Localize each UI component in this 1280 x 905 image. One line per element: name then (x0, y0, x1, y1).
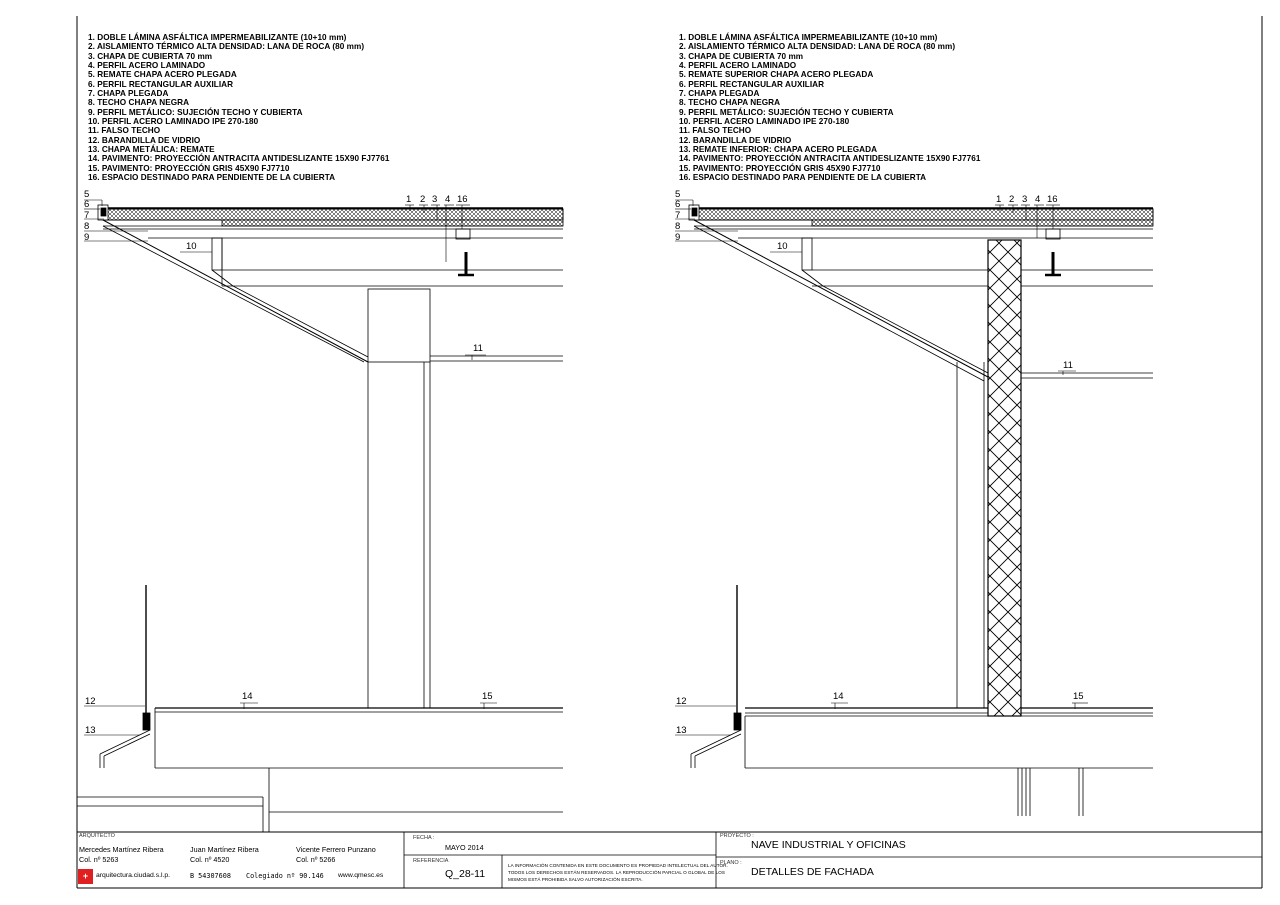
legend-item: 16. ESPACIO DESTINADO PARA PENDIENTE DE … (88, 173, 336, 183)
legend-item: 15. PAVIMENTO: PROYECCIÓN GRIS 45X90 FJ7… (88, 163, 290, 173)
legend-item: 16. ESPACIO DESTINADO PARA PENDIENTE DE … (679, 173, 927, 183)
legend-item: 12. BARANDILLA DE VIDRIO (88, 135, 201, 145)
callout-7: 7 (675, 210, 681, 221)
legend-item: 7. CHAPA PLEGADA (88, 89, 169, 99)
legend-item: 6. PERFIL RECTANGULAR AUXILIAR (679, 79, 825, 89)
proyecto-label: PROYECTO : (720, 833, 754, 839)
firm-colegiado: Colegiado nº 90.146 (246, 872, 324, 880)
legend-item: 10. PERFIL ACERO LAMINADO IPE 270-180 (679, 117, 850, 127)
legend-item: 14. PAVIMENTO: PROYECCIÓN ANTRACITA ANTI… (679, 154, 981, 164)
legend-item: 7. CHAPA PLEGADA (679, 89, 760, 99)
callout-16: 16 (457, 194, 468, 205)
callout-4: 4 (1035, 194, 1041, 205)
arquitecto-label: ARQUITECTO (79, 833, 115, 839)
legend-item: 9. PERFIL METÁLICO: SUJECIÓN TECHO Y CUB… (679, 107, 894, 117)
legend-item: 10. PERFIL ACERO LAMINADO IPE 270-180 (88, 117, 259, 127)
callout-3: 3 (1022, 194, 1028, 205)
callout-1: 1 (406, 194, 412, 205)
legend-item: 3. CHAPA DE CUBIERTA 70 mm (679, 51, 804, 61)
legend-item: 5. REMATE CHAPA ACERO PLEGADA (88, 70, 237, 80)
architect-name: Mercedes Martínez Ribera (79, 845, 164, 854)
legend-item: 6. PERFIL RECTANGULAR AUXILIAR (88, 79, 234, 89)
firm-web: www.qmesc.es (338, 872, 384, 879)
callout-10: 10 (777, 241, 788, 252)
callout-5: 5 (675, 189, 681, 200)
callout-12: 12 (676, 696, 687, 707)
legend-item: 11. FALSO TECHO (679, 126, 752, 136)
copyright-notice: TODOS LOS DERECHOS ESTÁN RESERVADOS. LA … (508, 870, 726, 875)
legend-item: 4. PERFIL ACERO LAMINADO (88, 61, 206, 71)
callout-2: 2 (1009, 194, 1015, 205)
architect-col: Col. nº 5266 (296, 855, 336, 864)
callout-2: 2 (420, 194, 426, 205)
callout-12: 12 (85, 696, 96, 707)
fecha-label: FECHA : (413, 835, 435, 841)
architect-col: Col. nº 4520 (190, 855, 230, 864)
callout-8: 8 (675, 221, 681, 232)
leader-lines (84, 199, 1088, 736)
callout-11: 11 (1063, 360, 1073, 371)
callout-6: 6 (675, 199, 681, 210)
legend-item: 2. AISLAMIENTO TÉRMICO ALTA DENSIDAD: LA… (88, 42, 365, 52)
callout-13: 13 (85, 725, 96, 736)
legend-item: 15. PAVIMENTO: PROYECCIÓN GRIS 45X90 FJ7… (679, 163, 881, 173)
fecha-value: MAYO 2014 (445, 843, 484, 852)
legend-item: 1. DOBLE LÁMINA ASFÁLTICA IMPERMEABILIZA… (679, 33, 938, 42)
legend-item: 1. DOBLE LÁMINA ASFÁLTICA IMPERMEABILIZA… (88, 33, 347, 42)
legend-item: 5. REMATE SUPERIOR CHAPA ACERO PLEGADA (679, 70, 874, 80)
callout-5: 5 (84, 189, 90, 200)
callout-1: 1 (996, 194, 1002, 205)
proyecto-value: NAVE INDUSTRIAL Y OFICINAS (751, 839, 906, 851)
legend-item: 12. BARANDILLA DE VIDRIO (679, 135, 792, 145)
architect-name: Juan Martínez Ribera (190, 845, 259, 854)
plano-label: PLANO : (720, 860, 742, 866)
referencia-label: REFERENCIA (413, 858, 449, 864)
left-detail (77, 204, 564, 832)
legend-item: 13. CHAPA METÁLICA: REMATE (88, 145, 215, 155)
title-block-lines (403, 832, 1262, 888)
sheet-frame (76, 16, 1263, 889)
callout-9: 9 (84, 232, 90, 243)
callout-4: 4 (445, 194, 451, 205)
legend-item: 4. PERFIL ACERO LAMINADO (679, 61, 797, 71)
legend-item: 14. PAVIMENTO: PROYECCIÓN ANTRACITA ANTI… (88, 154, 390, 164)
firm-cif: B 54307608 (190, 872, 231, 880)
callout-7: 7 (84, 210, 90, 221)
callout-11: 11 (473, 343, 483, 354)
legend-right: 1. DOBLE LÁMINA ASFÁLTICA IMPERMEABILIZA… (679, 33, 980, 183)
legend-item: 11. FALSO TECHO (88, 126, 161, 136)
architect-col: Col. nº 5263 (79, 855, 119, 864)
callout-14: 14 (242, 691, 253, 702)
callout-15: 15 (482, 691, 493, 702)
callout-16: 16 (1047, 194, 1058, 205)
firm-name: arquitectura.ciudad.s.l.p. (96, 872, 171, 879)
callout-15: 15 (1073, 691, 1084, 702)
legend-item: 9. PERFIL METÁLICO: SUJECIÓN TECHO Y CUB… (88, 107, 303, 117)
legend-item: 2. AISLAMIENTO TÉRMICO ALTA DENSIDAD: LA… (679, 42, 956, 52)
legend-item: 3. CHAPA DE CUBIERTA 70 mm (88, 51, 213, 61)
referencia-value: Q_28-11 (445, 868, 486, 880)
copyright-notice: LA INFORMACIÓN CONTENIDA EN ESTE DOCUMEN… (508, 863, 728, 868)
callout-14: 14 (833, 691, 844, 702)
callout-6: 6 (84, 199, 90, 210)
callout-3: 3 (432, 194, 438, 205)
right-detail (688, 204, 1154, 816)
copyright-notice: MISMOS ESTÁ PROHIBIDA SALVO AUTORIZACIÓN… (508, 877, 643, 882)
firm-logo-icon: + (78, 869, 93, 884)
callout-8: 8 (84, 221, 90, 232)
callout-13: 13 (676, 725, 687, 736)
architect-name: Vicente Ferrero Punzano (296, 845, 376, 854)
callout-9: 9 (675, 232, 681, 243)
legend-left: 1. DOBLE LÁMINA ASFÁLTICA IMPERMEABILIZA… (88, 33, 389, 183)
callout-10: 10 (186, 241, 197, 252)
legend-item: 13. REMATE INFERIOR: CHAPA ACERO PLEGADA (679, 145, 878, 155)
legend-item: 8. TECHO CHAPA NEGRA (679, 98, 781, 108)
plano-value: DETALLES DE FACHADA (751, 866, 874, 878)
legend-item: 8. TECHO CHAPA NEGRA (88, 98, 190, 108)
